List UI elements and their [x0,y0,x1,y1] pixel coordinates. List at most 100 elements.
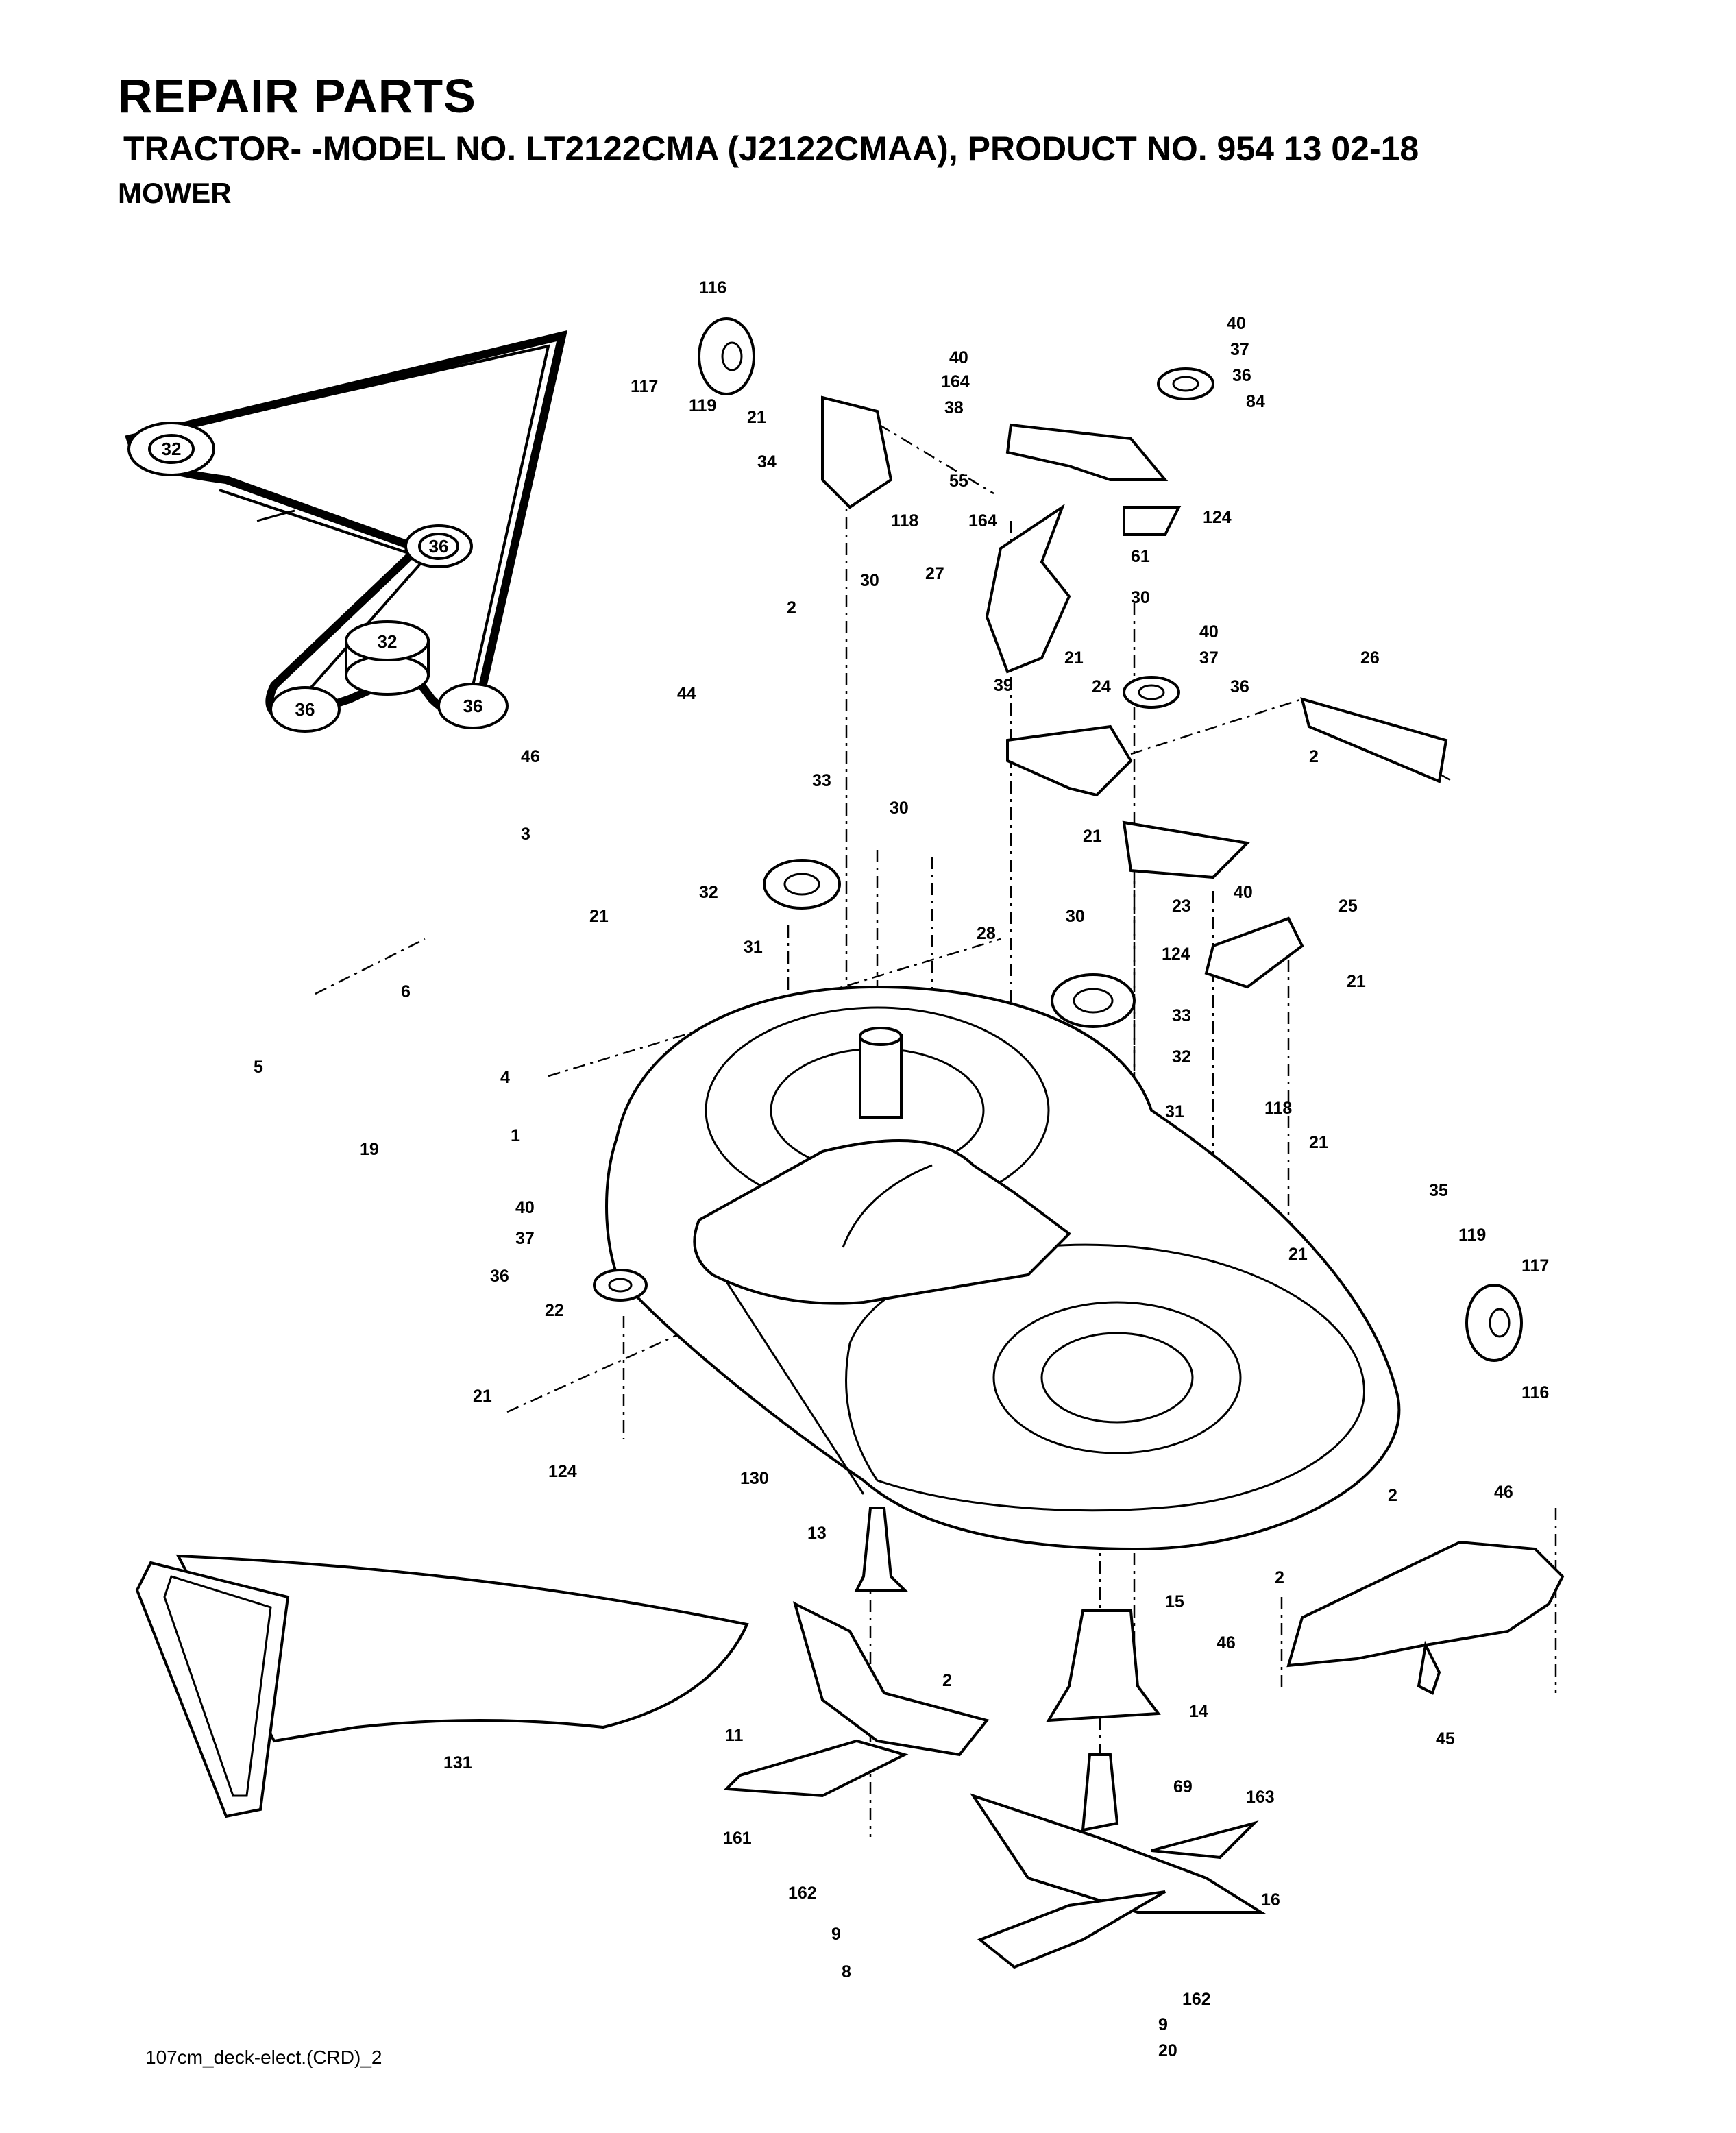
drawing-id: 107cm_deck-elect.(CRD)_2 [145,2047,382,2068]
callout: 44 [677,684,696,703]
callout: 21 [1083,827,1102,846]
callout: 13 [807,1524,827,1543]
pulley-right-spindle [1051,973,1136,1028]
belt-pulley-3: 32 [345,620,430,696]
callout: 25 [1338,897,1358,916]
callout: 2 [1275,1568,1284,1587]
gauge-wheels [698,317,1523,1362]
callout: 40 [515,1198,535,1217]
callout: 84 [1246,392,1265,411]
callout: 30 [860,571,879,590]
callout: 2 [942,1671,952,1690]
callout: 117 [631,377,658,396]
callout: 2 [787,598,796,618]
callout: 16 [1261,1890,1280,1910]
callout: 61 [1131,547,1150,566]
callout: 8 [842,1962,851,1982]
callout: 33 [1172,1006,1191,1025]
belt-pulley-label: 32 [162,439,182,459]
callout: 35 [1429,1181,1448,1200]
callout: 119 [689,396,716,415]
pulley-top-right [1157,367,1214,400]
pulley-mid-right [1123,676,1180,709]
callout: 30 [1131,588,1150,607]
callout: 164 [941,372,970,391]
callout: 118 [891,511,918,531]
belt-pulley-label: 36 [429,536,449,557]
callout: 15 [1165,1592,1184,1611]
callout: 3 [521,825,530,844]
callout: 31 [1165,1102,1184,1121]
callout: 9 [831,1925,841,1944]
callout: 163 [1246,1788,1275,1807]
callout: 164 [968,511,997,531]
callout: 116 [1521,1383,1549,1402]
callout: 46 [1217,1633,1236,1653]
callout: 45 [1436,1729,1455,1748]
side-deflector [1286,1540,1565,1695]
callout: 117 [1521,1256,1549,1276]
callout: 33 [812,771,831,790]
callout: 20 [1158,2041,1177,2060]
callout: 21 [589,907,609,926]
callout: 116 [699,278,726,297]
callout: 21 [1288,1245,1308,1264]
belt-pulley-label: 36 [295,699,315,720]
callout: 24 [1092,677,1111,696]
callout: 1 [511,1126,520,1145]
callout: 2 [1309,747,1319,766]
callout: 34 [757,452,777,472]
spindles-and-blades [723,1507,1266,1969]
callout: 6 [401,982,411,1001]
callout: 162 [1182,1990,1211,2009]
idler-bracket-assembly [821,395,1448,989]
callout: 37 [1230,340,1249,359]
callout: 124 [1162,944,1190,964]
callout: 23 [1172,897,1191,916]
callout: 2 [1388,1486,1397,1505]
belt-pulley-1: 32 [127,422,215,476]
callout: 21 [1309,1133,1328,1152]
mower-deck [605,985,1401,1551]
callout: 19 [360,1140,379,1159]
callout: 28 [977,924,996,943]
pulley-left-spindle [763,859,841,910]
callout: 22 [545,1301,564,1320]
callout: 11 [725,1726,744,1745]
belt-pulley-label: 36 [463,696,483,716]
callout: 162 [788,1884,817,1903]
callout: 40 [1227,314,1246,333]
callout: 40 [1199,622,1219,642]
callout: 37 [515,1229,535,1248]
callout: 46 [521,747,540,766]
discharge-chute [135,1554,749,1818]
callout: 69 [1173,1777,1193,1796]
callout: 38 [944,398,964,417]
callout: 36 [1232,366,1251,385]
callout: 30 [1066,907,1085,926]
callout: 21 [1347,972,1366,991]
callout: 9 [1158,2015,1168,2034]
callout: 26 [1360,648,1380,668]
callout: 131 [443,1753,472,1772]
callout: 55 [949,472,968,491]
callout: 21 [1064,648,1084,668]
callout: 21 [473,1387,492,1406]
callout: 36 [490,1267,509,1286]
callout: 14 [1189,1702,1208,1721]
model-subtitle: TRACTOR- -MODEL NO. LT2122CMA (J2122CMAA… [123,130,1419,168]
callout: 4 [500,1068,510,1087]
callout: 30 [890,799,909,818]
callout: 31 [744,938,763,957]
belt-pulley-5: 36 [437,683,509,729]
callout: 130 [740,1469,769,1488]
part-callouts: 116 117 119 21 34 118 2 40 164 38 55 164… [254,278,1549,2060]
callout: 32 [699,883,718,902]
callout: 39 [994,676,1013,695]
callout: 36 [1230,677,1249,696]
callout: 5 [254,1058,263,1077]
callout: 27 [925,564,944,583]
callout: 37 [1199,648,1219,668]
callout: 118 [1264,1099,1292,1118]
